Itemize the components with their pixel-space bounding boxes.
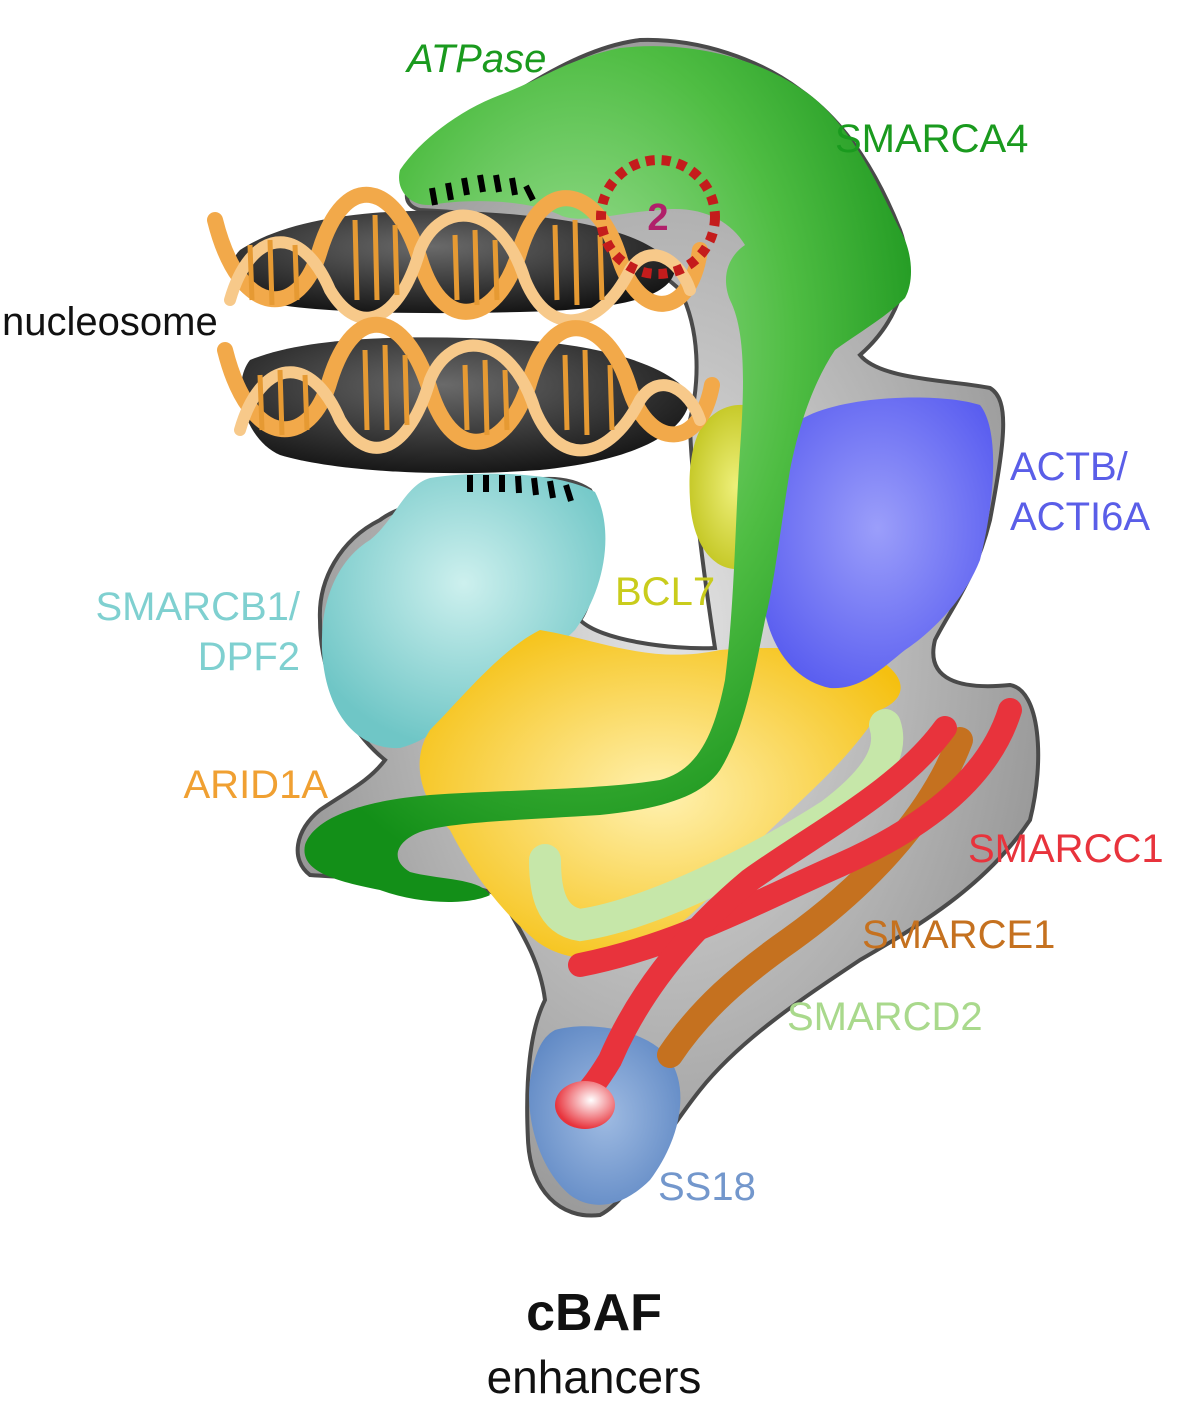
smarcc1-coil-a [568,698,1022,977]
label-actb-line2: ACTI6A [1010,495,1150,539]
dna-lower-rungs [257,344,615,436]
label-smarcb1-line2: DPF2 [198,635,300,679]
smarca4-shape [304,46,912,902]
smarcb1-dpf2-shape [321,473,606,749]
label-arid1a: ARID1A [184,763,329,807]
complex-context: enhancers [486,1351,702,1403]
label-ss18: SS18 [658,1165,756,1209]
smarcc1-coil-b [568,716,957,1112]
label-atpase: ATPase [405,37,546,81]
label-nucleosome: nucleosome [2,300,218,344]
label-actb-line1: ACTB/ [1010,445,1129,489]
smarcc1-terminal-knob [555,1081,615,1129]
label-smarcc1: SMARCC1 [968,827,1164,871]
label-smarca4: SMARCA4 [835,117,1028,161]
actb-actl6a-shape [761,397,994,689]
nucleosome [207,186,720,474]
label-smarcb1-line1: SMARCB1/ [96,585,301,629]
complex-title: cBAF [526,1284,662,1342]
smarcd2-band [529,709,904,942]
label-bcl7: BCL7 [615,570,715,614]
contact-ticks-atpase [429,174,536,206]
dna-upper-rungs [247,214,605,306]
histone-core-upper [231,210,675,314]
cbaf-diagram: 2 ATPase SMARCA4 nucleosome ACTB/ ACTI6A… [2,37,1164,1218]
motif-dashed-circle [596,155,720,279]
label-smarcd2: SMARCD2 [787,995,983,1039]
dna-lower-strand-b [234,339,706,457]
contact-ticks-smarcb1 [467,475,574,502]
motif-number: 2 [647,197,668,239]
label-smarce1: SMARCE1 [862,913,1055,957]
